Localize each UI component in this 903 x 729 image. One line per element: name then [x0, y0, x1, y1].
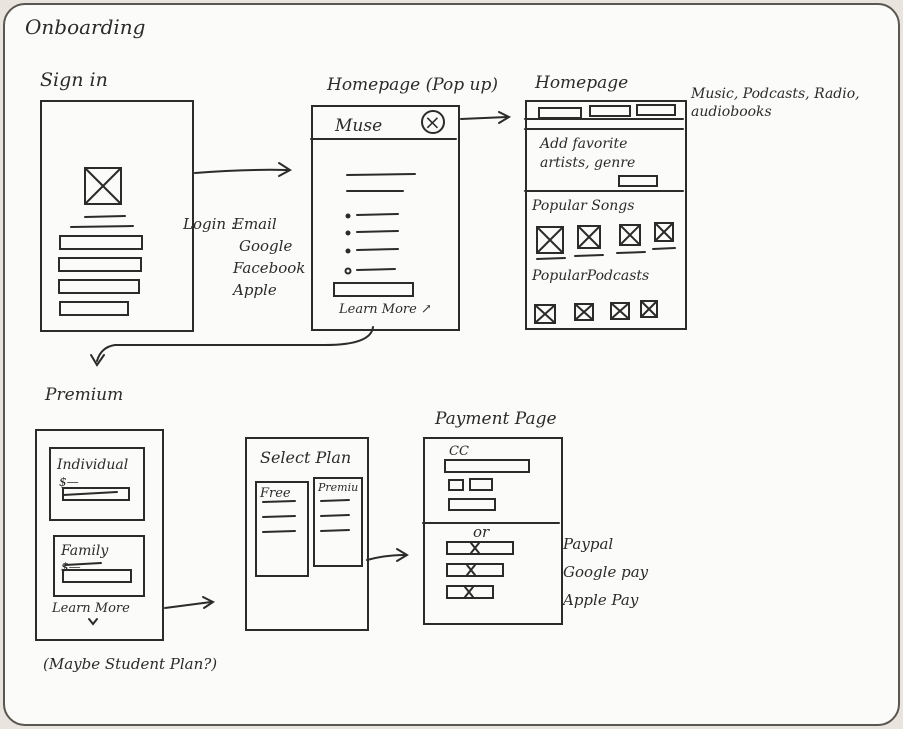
add-favorites-text: Add favorite artists, genre	[540, 136, 636, 171]
payment-method-paypal: Paypal	[563, 535, 614, 553]
homepage-label: Homepage	[535, 73, 629, 93]
premium-label: Premium	[45, 385, 124, 405]
individual-plan-title: Individual	[57, 457, 129, 473]
signin-logo-placeholder	[84, 167, 122, 205]
payment-methods-list: Paypal Google pay Apple Pay	[563, 530, 648, 614]
premium-screen	[35, 429, 164, 641]
or-divider-text: or	[473, 523, 490, 541]
close-icon[interactable]: ×	[424, 110, 441, 134]
homepage-popup-label: Homepage (Pop up)	[327, 75, 498, 95]
family-plan-card[interactable]	[53, 535, 145, 597]
homepage-tabs-note: Music, Podcasts, Radio, audiobooks	[691, 86, 860, 120]
premium-plan-column[interactable]	[313, 477, 363, 567]
individual-plan-card[interactable]	[49, 447, 145, 521]
family-plan-title: Family	[61, 543, 109, 559]
free-plan-label: Free	[260, 486, 291, 501]
login-option-google: Google	[239, 237, 293, 255]
select-plan-title: Select Plan	[260, 448, 352, 467]
login-options-list: Email Google Facebook Apple	[233, 213, 305, 301]
song-thumbnails	[536, 222, 674, 254]
payment-method-google-pay: Google pay	[563, 563, 649, 581]
app-name: Muse	[335, 116, 383, 136]
premium-learn-more-link[interactable]: Learn More	[52, 601, 130, 616]
signin-screen	[40, 100, 194, 332]
select-plan-screen	[245, 437, 369, 631]
popular-podcasts-heading: PopularPodcasts	[532, 268, 650, 284]
premium-plan-label: Premium	[318, 481, 358, 494]
student-plan-note: (Maybe Student Plan?)	[43, 655, 218, 673]
login-option-email: Email	[233, 215, 277, 233]
homepage-popup-screen	[311, 105, 460, 331]
login-option-facebook: Facebook	[233, 259, 306, 277]
popup-learn-more-link[interactable]: Learn More ↗	[339, 302, 432, 317]
payment-screen	[423, 437, 563, 625]
homepage-screen	[525, 100, 687, 330]
signin-buttons	[58, 235, 143, 316]
page-title: Onboarding	[25, 15, 146, 39]
popular-songs-heading: Popular Songs	[532, 198, 635, 214]
individual-plan-price: $—	[59, 475, 79, 489]
free-plan-column[interactable]	[255, 481, 309, 577]
payment-label: Payment Page	[435, 409, 557, 429]
podcast-thumbnails	[534, 300, 658, 324]
payment-method-apple-pay: Apple Pay	[563, 591, 639, 609]
sketch-paper: Onboarding Sign in Login : Email Google …	[3, 3, 900, 726]
login-heading: Login :	[183, 215, 236, 233]
login-option-apple: Apple	[233, 281, 277, 299]
sketch-ink-layer	[58, 104, 684, 626]
credit-card-label: CC	[449, 444, 469, 459]
signin-label: Sign in	[40, 69, 108, 91]
